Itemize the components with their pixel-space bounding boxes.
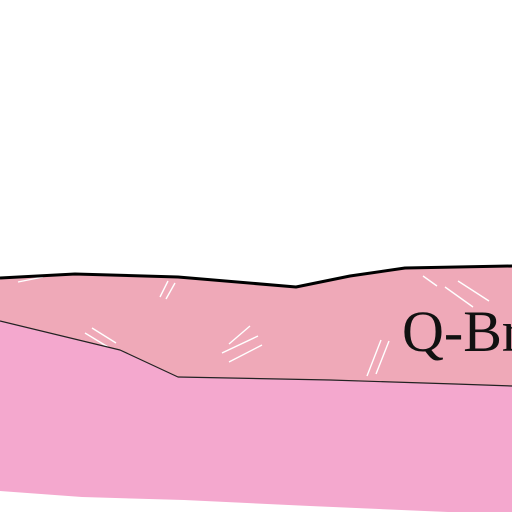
hatch-mark xyxy=(366,339,382,377)
hatch-mark xyxy=(457,280,490,302)
hatch-mark xyxy=(91,327,117,344)
upper-contact-line xyxy=(0,264,512,289)
hatch-mark xyxy=(228,344,263,363)
hatch-mark xyxy=(165,282,176,300)
hatch-mark xyxy=(159,280,169,298)
hatch-mark xyxy=(84,332,109,348)
hatch-mark xyxy=(375,340,390,375)
hatch-mark xyxy=(228,325,251,345)
upper-geologic-unit: Q-Br xyxy=(0,266,512,386)
hatch-mark xyxy=(444,286,474,308)
unit-label-q-br: Q-Br xyxy=(402,299,512,364)
hatch-mark xyxy=(17,276,44,283)
upper-unit-fill xyxy=(0,266,512,386)
hatch-mark xyxy=(221,335,259,354)
lower-geologic-unit xyxy=(0,321,512,512)
hatch-mark xyxy=(422,275,438,287)
inner-contact-line xyxy=(0,320,512,387)
geologic-contacts xyxy=(0,264,512,387)
upper-unit-hatch-marks xyxy=(17,275,490,377)
lower-unit-fill xyxy=(0,321,512,512)
